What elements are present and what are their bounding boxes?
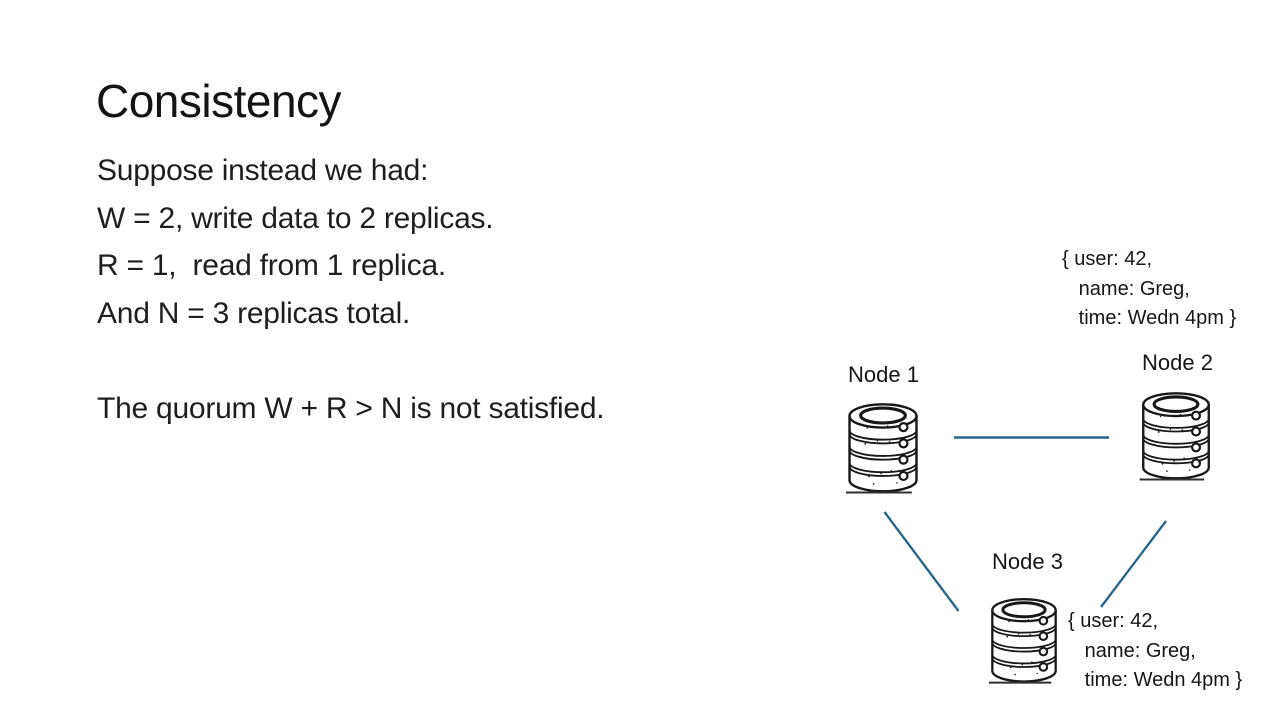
node1-database-icon [844, 402, 922, 495]
record-annotation-node3: { user: 42, name: Greg, time: Wedn 4pm } [1068, 610, 1243, 691]
slide-title: Consistency [96, 75, 342, 127]
link-node2-node3 [1100, 520, 1167, 608]
node1-label: Node 1 [848, 362, 919, 387]
node3-label: Node 3 [992, 549, 1063, 574]
node2-label: Node 2 [1142, 350, 1213, 375]
record-annotation-node2: { user: 42, name: Greg, time: Wedn 4pm } [1062, 248, 1237, 329]
link-node1-node3 [883, 511, 960, 612]
node3-database-icon [987, 597, 1061, 685]
node2-database-icon [1138, 391, 1214, 482]
slide-body-text: Suppose instead we had: W = 2, write dat… [97, 154, 605, 425]
